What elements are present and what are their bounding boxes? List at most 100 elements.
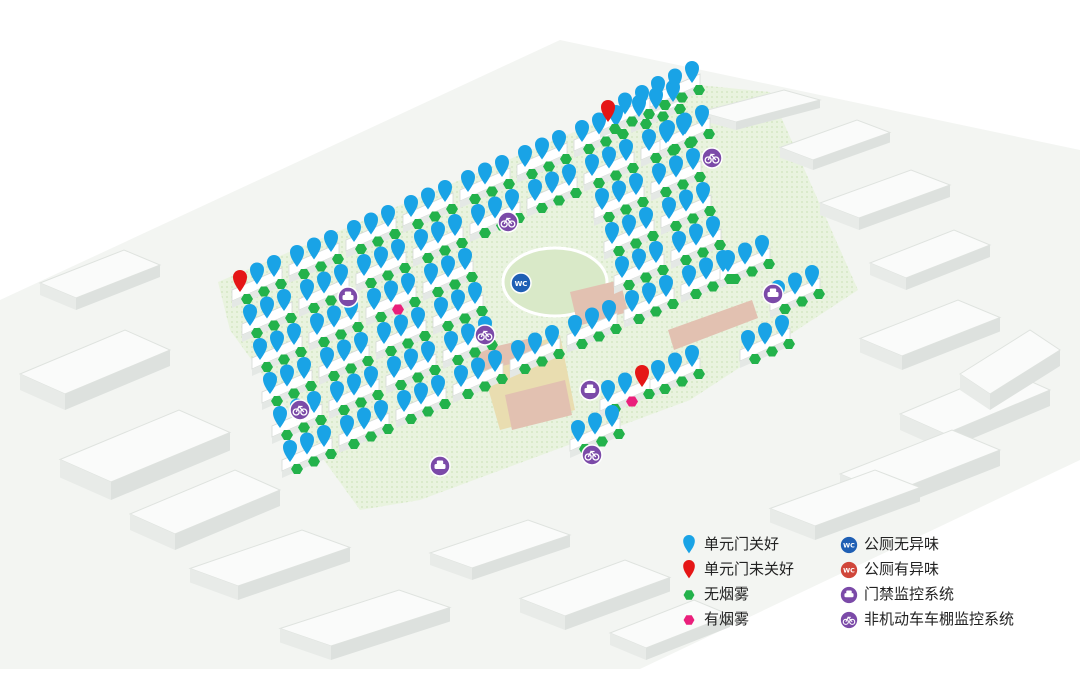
no-smoke-hexagon — [623, 280, 635, 290]
badge-circle — [497, 211, 519, 233]
door-open-pin — [233, 270, 247, 292]
hexagon-icon — [683, 590, 695, 600]
door-closed-pin — [387, 356, 401, 378]
door-closed-pin — [741, 330, 755, 352]
door-closed-pin — [310, 313, 324, 335]
legend-wc-red — [840, 561, 858, 579]
no-smoke-hexagon — [308, 456, 320, 467]
no-smoke-hexagon — [315, 415, 327, 425]
no-smoke-hexagon — [291, 464, 303, 474]
door-closed-pin — [317, 271, 331, 294]
door-closed-pin — [629, 173, 643, 195]
context-building-wall — [130, 514, 175, 550]
door-closed-pin — [662, 197, 676, 219]
no-smoke-hexagon — [362, 356, 374, 366]
no-smoke-hexagon — [536, 356, 548, 367]
door-closed-pin — [552, 130, 566, 152]
no-smoke-hexagon — [449, 279, 461, 290]
legend-car-body — [844, 593, 854, 598]
door-closed-pin — [424, 263, 438, 285]
legend-bike-badge — [840, 611, 858, 629]
door-open-pin — [635, 365, 649, 387]
no-smoke-hexagon — [439, 245, 451, 256]
no-smoke-hexagon — [640, 119, 652, 129]
context-building-wall — [870, 263, 906, 290]
no-smoke-hexagon — [372, 390, 384, 400]
door-closed-pin — [669, 155, 683, 178]
context-building-wall — [700, 112, 736, 130]
no-smoke-hexagon — [459, 313, 471, 324]
door-closed-pin — [451, 289, 465, 312]
no-smoke-hexagon — [677, 179, 689, 190]
context-building — [778, 119, 892, 170]
door-closed-pin — [277, 289, 291, 311]
door-closed-pin — [391, 239, 405, 261]
door-closed-pin — [679, 189, 693, 212]
no-smoke-hexagon — [676, 376, 688, 387]
door-closed-pin — [585, 154, 599, 176]
door-closed-pin — [280, 364, 294, 387]
context-building-wall — [430, 553, 472, 580]
door-closed-pin — [454, 365, 468, 387]
no-smoke-hexagon — [627, 163, 639, 173]
no-smoke-hexagon — [553, 349, 565, 359]
hexagon-icon — [683, 615, 695, 625]
context-building-wall — [520, 598, 565, 630]
no-smoke-hexagon — [613, 246, 625, 256]
no-smoke-hexagon — [729, 274, 741, 284]
no-smoke-hexagon — [335, 329, 347, 340]
context-building-wall — [820, 203, 859, 230]
door-closed-pin — [300, 279, 314, 301]
wc-badge-icon: WC — [840, 561, 858, 579]
no-smoke-hexagon — [382, 424, 394, 434]
map-pin-icon — [683, 560, 695, 579]
door-closed-pin — [585, 307, 599, 330]
no-smoke-hexagon — [690, 289, 702, 299]
door-closed-pin — [659, 275, 673, 297]
no-smoke-hexagon — [241, 294, 253, 304]
car-badge-icon — [762, 283, 784, 305]
no-smoke-hexagon — [659, 384, 671, 394]
no-smoke-hexagon — [813, 289, 825, 299]
door-closed-pin — [488, 350, 502, 372]
no-smoke-hexagon — [519, 364, 531, 374]
door-closed-pin — [642, 282, 656, 305]
no-smoke-hexagon — [405, 414, 417, 424]
legend-hex-pink — [683, 615, 695, 625]
no-smoke-hexagon — [476, 306, 488, 316]
door-closed-pin — [612, 180, 626, 203]
door-closed-pin — [297, 357, 311, 379]
door-closed-pin — [327, 305, 341, 328]
wc-badge-icon: WC — [510, 272, 532, 294]
legend-label: 门禁监控系统 — [864, 585, 955, 603]
door-closed-pin — [357, 254, 371, 276]
bike-frame — [587, 450, 597, 458]
door-closed-pin — [471, 204, 485, 226]
no-smoke-hexagon — [657, 265, 669, 275]
no-smoke-hexagon — [657, 111, 669, 122]
no-smoke-hexagon — [647, 231, 659, 241]
context-building-wall — [331, 607, 450, 660]
context-building — [188, 529, 352, 600]
door-closed-pin — [471, 357, 485, 380]
door-closed-pin — [545, 171, 559, 194]
no-smoke-hexagon — [419, 331, 431, 341]
door-closed-pin — [505, 189, 519, 211]
context-building-wall — [770, 508, 815, 540]
no-smoke-hexagon — [308, 303, 320, 313]
no-smoke-hexagon — [429, 365, 441, 375]
no-smoke-hexagon — [703, 129, 715, 139]
bike-frame — [295, 405, 305, 413]
door-closed-pin — [668, 352, 682, 375]
no-smoke-hexagon — [442, 321, 454, 331]
no-smoke-hexagon — [355, 397, 367, 408]
door-closed-pin — [441, 255, 455, 278]
context-building — [959, 329, 1061, 410]
no-smoke-hexagon — [763, 259, 775, 269]
no-smoke-hexagon — [261, 362, 273, 372]
bike-wheel — [477, 333, 485, 341]
door-closed-pin — [696, 182, 710, 204]
door-closed-pin — [518, 145, 532, 167]
car-badge-icon — [429, 455, 451, 477]
no-smoke-hexagon — [429, 211, 441, 222]
